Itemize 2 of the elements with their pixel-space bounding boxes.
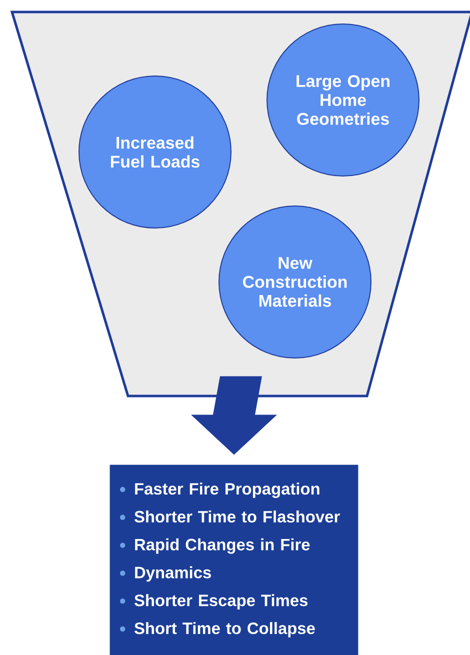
block-arrow bbox=[191, 376, 277, 455]
effects-box: Faster Fire Propagation Shorter Time to Flashover Rapid Changes in Fire Dynamics Shorter Escape Times Short Time to Collapse bbox=[110, 464, 358, 655]
